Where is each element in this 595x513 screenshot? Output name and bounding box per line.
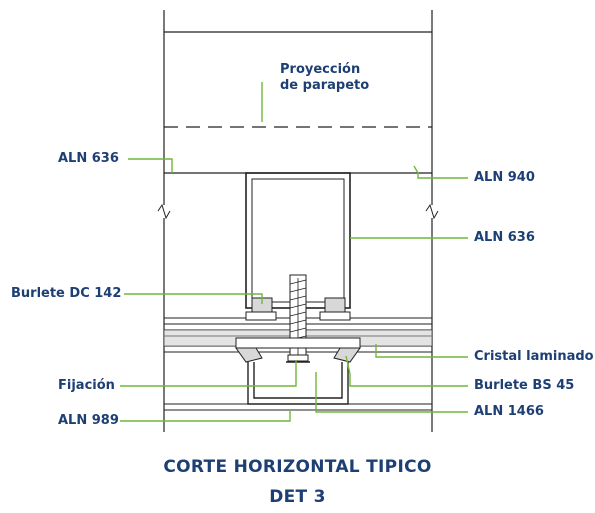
break-marks	[157, 203, 439, 220]
pressure-plate-aln-1466	[235, 337, 361, 349]
fastening-screw	[287, 274, 309, 362]
label-aln-636-right: ALN 636	[474, 230, 535, 245]
gasket-bs-45	[235, 347, 361, 363]
label-proyeccion-line1: Proyección	[280, 62, 361, 77]
label-cristal-laminado: Cristal laminado	[474, 349, 594, 364]
label-burlete-dc-142: Burlete DC 142	[11, 286, 122, 301]
label-burlete-bs-45: Burlete BS 45	[474, 378, 575, 393]
label-aln-636-top: ALN 636	[58, 151, 119, 166]
cover-cap-aln-989	[247, 361, 349, 405]
drawing-subtitle: DET 3	[269, 487, 326, 507]
label-proyeccion-line2: de parapeto	[280, 78, 370, 93]
label-aln-1466: ALN 1466	[474, 404, 544, 419]
label-aln-940: ALN 940	[474, 170, 535, 185]
label-fijacion: Fijación	[58, 378, 115, 393]
label-aln-989: ALN 989	[58, 413, 119, 428]
gasket-dc-142	[245, 297, 351, 321]
leader-lines	[120, 82, 468, 422]
drawing-title: CORTE HORIZONTAL TIPICO	[163, 457, 432, 477]
